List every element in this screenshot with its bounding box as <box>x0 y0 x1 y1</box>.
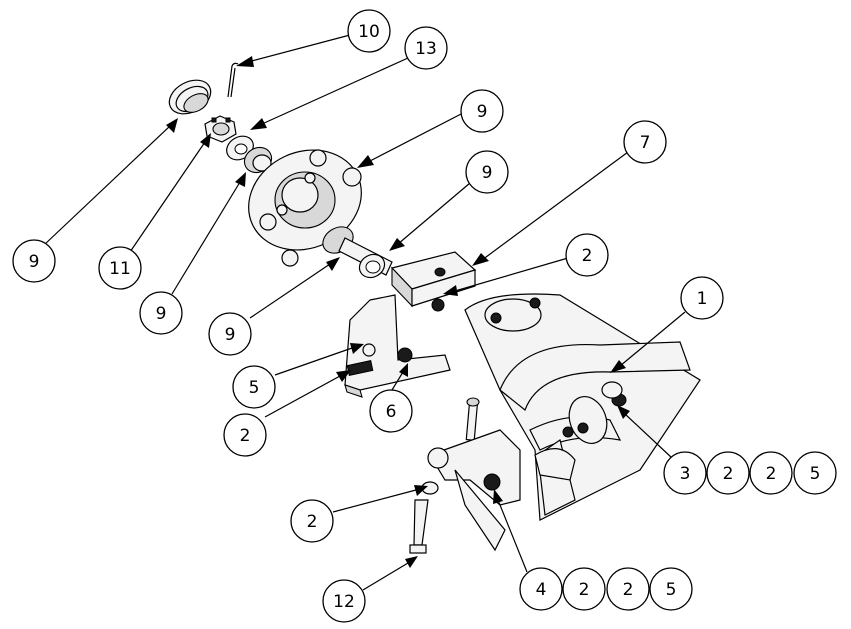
balloon-4-row-2a: 2 <box>562 567 606 611</box>
balloon-1-label: 1 <box>697 289 708 309</box>
balloon-3: 3 <box>663 451 707 495</box>
cotter-pin-part <box>227 62 239 98</box>
outer-bearing-part <box>243 146 273 174</box>
balloon-3-row-2b-label: 2 <box>766 464 777 484</box>
leader-lines <box>43 34 686 591</box>
balloon-12: 12 <box>322 579 366 623</box>
balloon-5-label: 5 <box>249 378 260 398</box>
balloon-13-label: 13 <box>415 39 437 59</box>
balloon-2-top: 2 <box>565 233 609 277</box>
balloon-9-bottom-label: 9 <box>225 325 236 345</box>
balloon-2-mid-left: 2 <box>223 413 267 457</box>
balloon-10: 10 <box>347 9 391 53</box>
balloon-6: 6 <box>369 389 413 433</box>
castle-nut-part <box>204 115 237 143</box>
balloon-9-mid-right: 9 <box>465 150 509 194</box>
balloon-4-row-2b: 2 <box>606 567 650 611</box>
balloon-6-label: 6 <box>386 402 397 422</box>
balloon-4: 4 <box>519 567 563 611</box>
balloon-3-row-2b: 2 <box>749 451 793 495</box>
balloon-4-label: 4 <box>536 580 547 600</box>
spindle-block-part <box>390 251 477 308</box>
balloon-9-lower-left: 9 <box>139 291 183 335</box>
balloon-2-lower-left-label: 2 <box>307 512 318 532</box>
balloon-11: 11 <box>98 246 142 290</box>
balloon-10-label: 10 <box>358 22 380 42</box>
balloon-7-label: 7 <box>640 133 651 153</box>
bracket-part <box>344 294 451 398</box>
balloon-5: 5 <box>232 365 276 409</box>
balloon-2-mid-left-label: 2 <box>240 426 251 446</box>
balloon-4-row-2a-label: 2 <box>579 580 590 600</box>
balloon-1: 1 <box>680 276 724 320</box>
balloon-3-row-2a: 2 <box>706 451 750 495</box>
seal-part <box>358 253 386 279</box>
balloon-3-row-5: 5 <box>793 451 837 495</box>
balloon-2-lower-left: 2 <box>290 499 334 543</box>
balloon-3-row-5-label: 5 <box>810 464 821 484</box>
balloon-9-upper-right: 9 <box>460 89 504 133</box>
frame-part <box>464 293 701 521</box>
dust-cap-part <box>168 79 212 115</box>
balloon-9-lower-left-label: 9 <box>156 304 167 324</box>
balloon-7: 7 <box>623 120 667 164</box>
balloon-9-mid-right-label: 9 <box>482 163 493 183</box>
balloon-3-row-2a-label: 2 <box>723 464 734 484</box>
balloon-4-row-5: 5 <box>649 567 693 611</box>
balloon-3-label: 3 <box>680 464 691 484</box>
hub-part <box>248 149 362 267</box>
balloon-4-row-5-label: 5 <box>666 580 677 600</box>
steering-arm-part <box>409 397 576 554</box>
balloon-9-upper-right-label: 9 <box>477 102 488 122</box>
balloon-9-bottom: 9 <box>208 312 252 356</box>
balloon-11-label: 11 <box>109 259 131 279</box>
balloon-9-left: 9 <box>12 239 56 283</box>
assembly-parts <box>168 62 701 554</box>
balloon-2-top-label: 2 <box>582 246 593 266</box>
balloon-13: 13 <box>404 26 448 70</box>
balloons: 10 13 9 7 9 2 1 9 <box>12 9 837 623</box>
balloon-9-left-label: 9 <box>29 252 40 272</box>
balloon-4-row-2b-label: 2 <box>623 580 634 600</box>
balloon-12-label: 12 <box>333 592 355 612</box>
